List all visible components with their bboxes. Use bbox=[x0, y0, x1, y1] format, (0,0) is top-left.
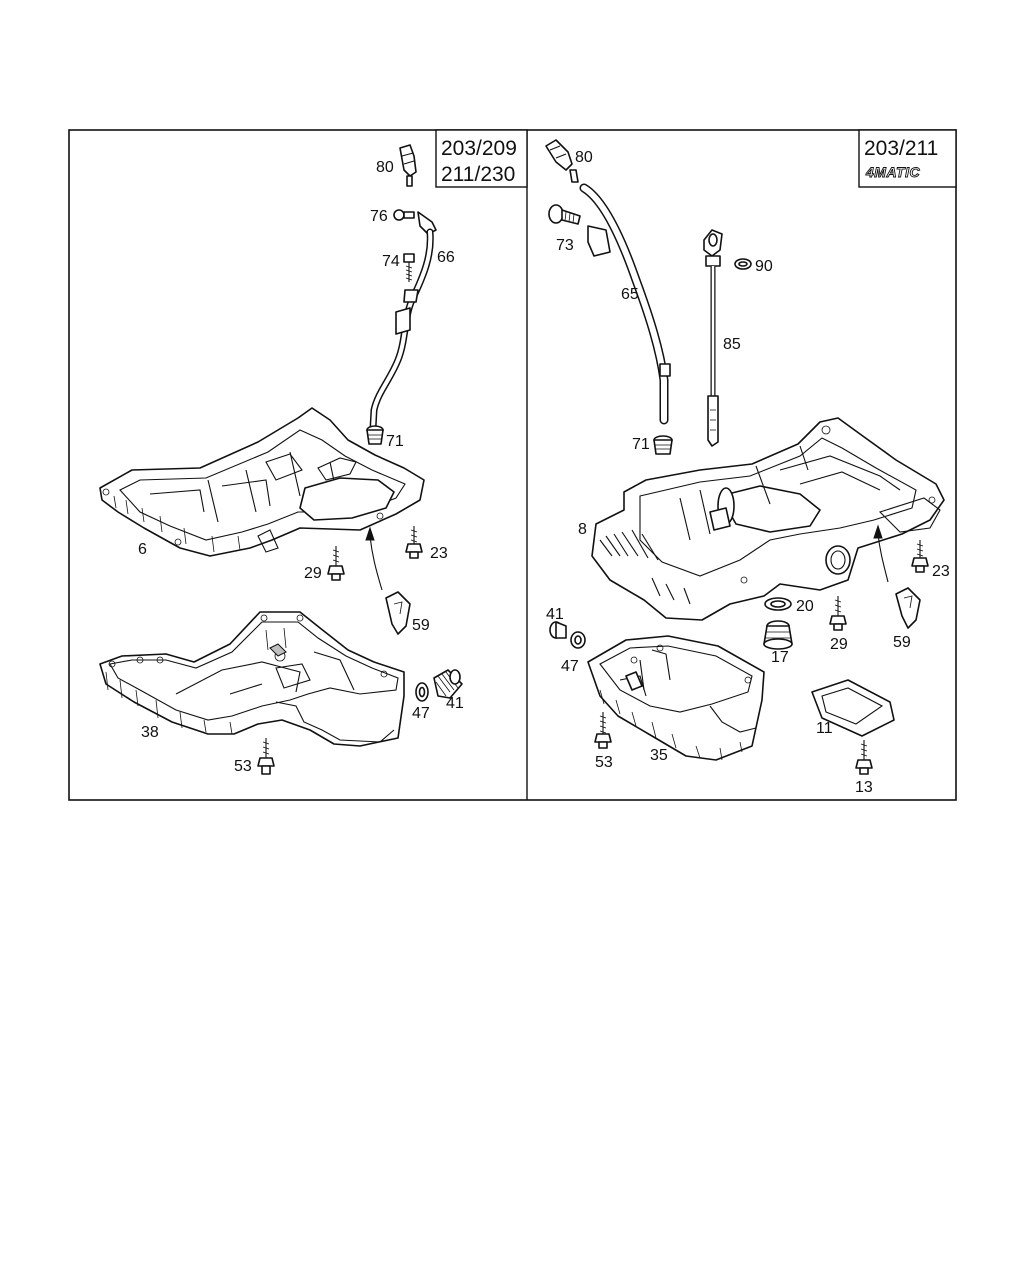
left-label-23: 23 bbox=[430, 545, 448, 562]
left-label-29: 29 bbox=[304, 565, 322, 582]
right-label-41: 41 bbox=[546, 606, 564, 623]
right-label-11: 11 bbox=[816, 720, 833, 737]
left-label-71: 71 bbox=[386, 433, 404, 450]
right-dipstick-85 bbox=[703, 229, 723, 447]
right-label-35: 35 bbox=[650, 747, 668, 764]
left-oil-sensor-80 bbox=[399, 144, 417, 187]
left-upper-oil-pan-6 bbox=[99, 407, 425, 557]
left-bolt-53 bbox=[257, 738, 275, 775]
right-seal-ring-20 bbox=[764, 597, 792, 611]
left-label-74: 74 bbox=[382, 253, 400, 270]
right-label-59: 59 bbox=[893, 634, 911, 651]
right-bolt-13 bbox=[855, 740, 873, 775]
right-label-65: 65 bbox=[621, 286, 639, 303]
right-dipstick-tube-65 bbox=[579, 183, 671, 425]
left-lower-oil-pan-38 bbox=[99, 611, 405, 747]
left-model-2: 211/230 bbox=[441, 163, 515, 186]
right-label-20: 20 bbox=[796, 598, 814, 615]
left-model-box bbox=[435, 129, 528, 188]
left-bolt-76 bbox=[393, 209, 415, 221]
left-label-76: 76 bbox=[370, 208, 388, 225]
left-label-47: 47 bbox=[412, 705, 430, 722]
right-label-53: 53 bbox=[595, 754, 613, 771]
left-label-41: 41 bbox=[446, 695, 464, 712]
right-model-box bbox=[858, 129, 957, 188]
left-model-1: 203/209 bbox=[441, 137, 517, 160]
right-bellows-17 bbox=[763, 620, 793, 650]
right-bolt-73 bbox=[548, 204, 581, 225]
right-label-13: 13 bbox=[855, 779, 873, 796]
right-label-71: 71 bbox=[632, 436, 650, 453]
right-panel: 203/211 4MATIC bbox=[545, 129, 957, 796]
right-label-85: 85 bbox=[723, 336, 741, 353]
right-filter-screen-11 bbox=[811, 679, 895, 737]
left-bolt-23 bbox=[405, 526, 423, 559]
left-bolt-29 bbox=[327, 546, 345, 581]
left-plug-71 bbox=[366, 425, 384, 445]
right-label-29: 29 bbox=[830, 636, 848, 653]
right-seal-ring-47 bbox=[570, 631, 586, 649]
left-label-38: 38 bbox=[141, 724, 159, 741]
right-upper-oil-pan-8 bbox=[591, 417, 945, 621]
right-plug-71 bbox=[653, 435, 673, 455]
right-label-90: 90 bbox=[755, 258, 773, 275]
left-panel: 203/209 211/230 bbox=[99, 129, 528, 775]
right-label-47: 47 bbox=[561, 658, 579, 675]
right-model-1: 203/211 bbox=[864, 137, 938, 160]
left-label-80: 80 bbox=[376, 159, 394, 176]
left-seal-ring-47 bbox=[415, 682, 429, 702]
right-label-17: 17 bbox=[771, 649, 789, 666]
left-drain-plug-41 bbox=[433, 669, 463, 699]
right-4matic-badge: 4MATIC bbox=[865, 164, 920, 180]
right-label-8: 8 bbox=[578, 521, 587, 538]
left-gasket-59 bbox=[365, 526, 411, 635]
right-lower-oil-pan-35 bbox=[587, 635, 765, 761]
right-plug-41 bbox=[549, 621, 567, 639]
left-bolt-74 bbox=[403, 253, 415, 282]
right-oil-sensor-80 bbox=[545, 139, 579, 183]
left-label-66: 66 bbox=[437, 249, 455, 266]
right-label-23: 23 bbox=[932, 563, 950, 580]
left-label-59: 59 bbox=[412, 617, 430, 634]
right-bolt-53 bbox=[594, 712, 612, 749]
right-label-73: 73 bbox=[556, 237, 574, 254]
right-gasket-59 bbox=[873, 524, 921, 629]
right-bolt-29 bbox=[829, 596, 847, 631]
left-label-6: 6 bbox=[138, 541, 147, 558]
right-seal-ring-90 bbox=[734, 258, 752, 270]
left-dipstick-tube-66 bbox=[369, 211, 437, 432]
left-label-53: 53 bbox=[234, 758, 252, 775]
right-bolt-23 bbox=[911, 540, 929, 573]
right-label-80: 80 bbox=[575, 149, 593, 166]
